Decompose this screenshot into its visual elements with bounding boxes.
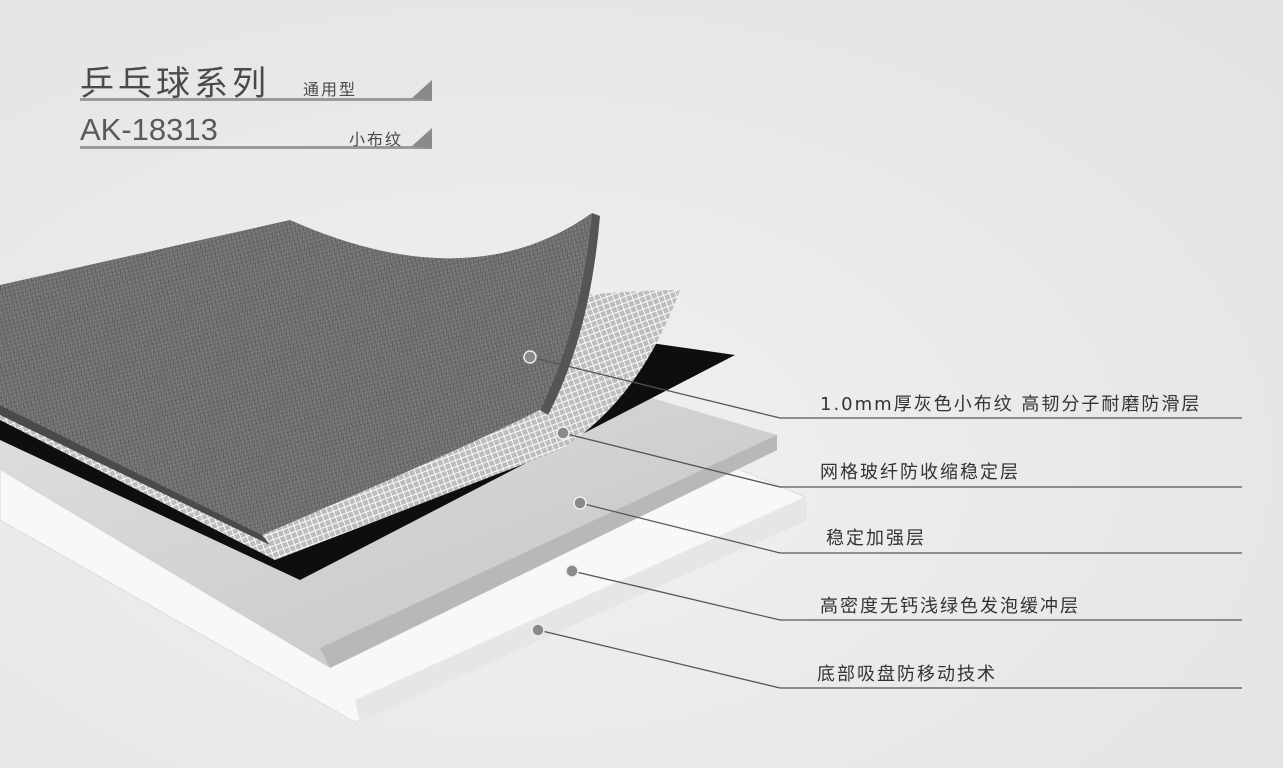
pattern-name: 小布纹 — [349, 130, 404, 149]
leader-dots — [523, 350, 587, 637]
model-number: AK-18313 — [80, 112, 218, 147]
layer-label-base: 底部吸盘防移动技术 — [817, 664, 997, 685]
layer-label-foam: 高密度无钙浅绿色发泡缓冲层 — [820, 596, 1080, 617]
series-type: 通用型 — [303, 80, 358, 99]
leader-lines — [529, 356, 1242, 689]
header-rules — [80, 80, 432, 149]
top-wear-layer — [0, 213, 592, 535]
series-title: 乒乓球系列 — [80, 64, 270, 104]
layer-label-reinforcement: 稳定加强层 — [826, 528, 926, 549]
layer-label-wear: 1.0mm厚灰色小布纹 高韧分子耐磨防滑层 — [820, 394, 1202, 415]
layer-label-mesh: 网格玻纤防收缩稳定层 — [820, 462, 1020, 483]
